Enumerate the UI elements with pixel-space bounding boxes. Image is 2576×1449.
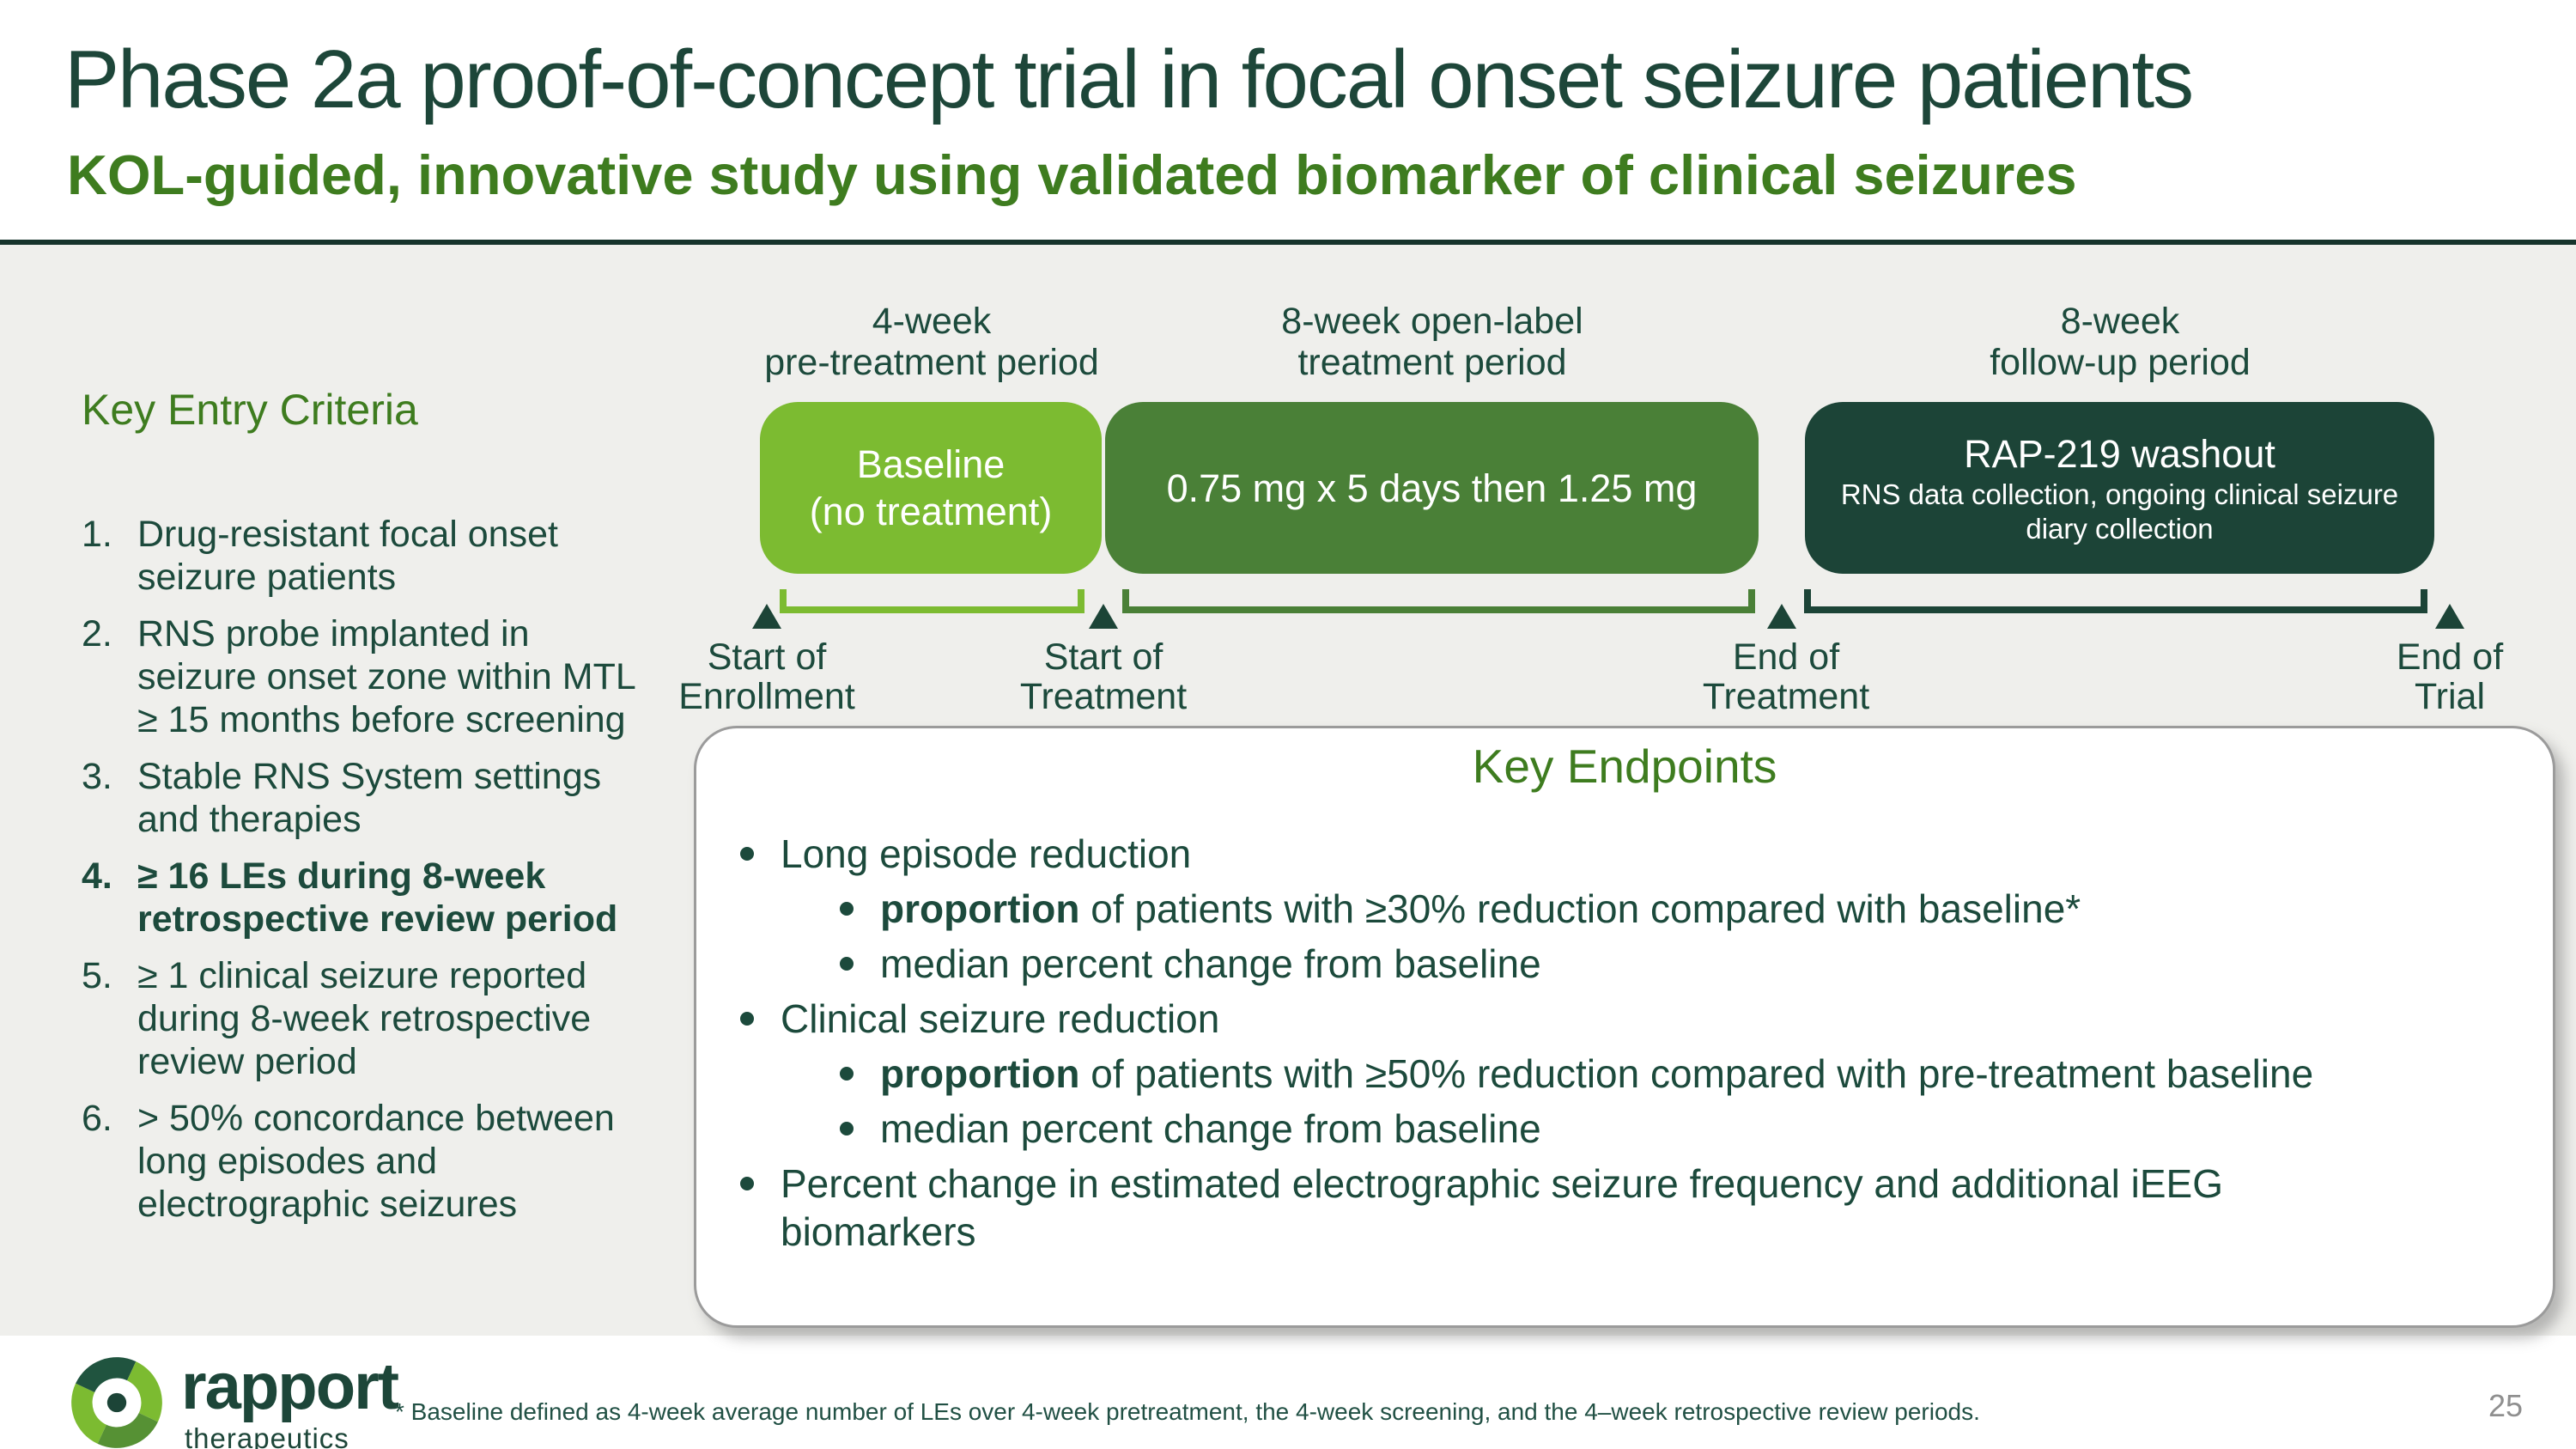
endpoint-rest: Long episode reduction <box>781 831 1192 876</box>
page-title: Phase 2a proof-of-concept trial in focal… <box>64 33 2194 125</box>
bullet-icon <box>840 1067 854 1081</box>
page-subtitle: KOL-guided, innovative study using valid… <box>67 143 2077 206</box>
milestone-line: Enrollment <box>678 676 855 717</box>
milestone-line: Trial <box>2414 676 2485 717</box>
key-entry-criteria-section: Key Entry Criteria 1. Drug-resistant foc… <box>82 387 683 1239</box>
endpoint-rest: median percent change from baseline <box>880 941 1541 986</box>
baseline-box: Baseline (no treatment) <box>760 402 1102 574</box>
endpoint-rest: Clinical seizure reduction <box>781 996 1220 1041</box>
logo-wordmark: rapport <box>181 1350 399 1423</box>
footnote: * Baseline defined as 4-week average num… <box>395 1398 1980 1425</box>
entry-criteria-item: 1. Drug-resistant focal onset seizure pa… <box>82 513 683 599</box>
item-number: 4. <box>82 855 112 897</box>
entry-criteria-item: 6. > 50% concordance between long episod… <box>82 1097 683 1226</box>
bullet-icon <box>740 1012 754 1026</box>
period-label-pretreatment: 4-week pre-treatment period <box>717 301 1146 383</box>
washout-box: RAP-219 washout RNS data collection, ong… <box>1805 402 2434 574</box>
period-label-line: 8-week <box>2060 301 2180 342</box>
period-label-line: follow-up period <box>1990 342 2251 383</box>
treatment-box-title: 0.75 mg x 5 days then 1.25 mg <box>1166 466 1698 510</box>
endpoint-bullet: Percent change in estimated electrograph… <box>740 1160 2395 1256</box>
triangle-marker-icon <box>752 604 781 629</box>
period-label-line: treatment period <box>1297 342 1567 383</box>
milestone-start-enrollment: Start of Enrollment <box>629 637 904 716</box>
baseline-box-title: Baseline <box>856 442 1005 486</box>
key-endpoints-heading: Key Endpoints <box>1472 740 1777 793</box>
entry-criteria-item: 3. Stable RNS System settings and therap… <box>82 755 683 841</box>
milestone-line: End of <box>2396 636 2504 678</box>
endpoint-lead: proportion <box>880 1051 1080 1096</box>
period-label-line: 8-week open-label <box>1281 301 1583 342</box>
endpoint-text: median percent change from baseline <box>880 1105 2451 1153</box>
rapport-flower-icon <box>71 1357 162 1448</box>
period-label-treatment: 8-week open-label treatment period <box>1218 301 1647 383</box>
triangle-marker-icon <box>1767 604 1796 629</box>
item-text: Stable RNS System settings and therapies <box>137 756 602 840</box>
company-logo: rapport therapeutics <box>64 1350 399 1449</box>
endpoint-text: proportion of patients with ≥30% reducti… <box>880 885 2451 933</box>
item-text: RNS probe implanted in seizure onset zon… <box>137 613 635 740</box>
bullet-icon <box>740 1177 754 1190</box>
endpoint-sub-bullet: median percent change from baseline <box>840 940 2451 988</box>
item-text: ≥ 16 LEs during 8-week retrospective rev… <box>137 855 618 940</box>
page-number: 25 <box>2488 1388 2523 1423</box>
entry-criteria-item: 2. RNS probe implanted in seizure onset … <box>82 612 683 741</box>
endpoint-text: proportion of patients with ≥50% reducti… <box>880 1050 2451 1098</box>
period-label-line: pre-treatment period <box>764 342 1099 383</box>
item-number: 2. <box>82 613 112 654</box>
washout-box-subtitle: RNS data collection, ongoing clinical se… <box>1840 478 2399 545</box>
bullet-icon <box>840 1122 854 1135</box>
bullet-icon <box>840 902 854 916</box>
endpoint-rest: of patients with ≥50% reduction compared… <box>1079 1051 2314 1096</box>
baseline-box-subtitle: (no treatment) <box>809 490 1053 533</box>
treatment-box: 0.75 mg x 5 days then 1.25 mg <box>1105 402 1759 574</box>
endpoint-rest: median percent change from baseline <box>880 1106 1541 1151</box>
triangle-marker-icon <box>2435 604 2464 629</box>
bullet-icon <box>740 847 754 861</box>
endpoint-sub-bullet: proportion of patients with ≥30% reducti… <box>840 885 2451 933</box>
milestone-line: Treatment <box>1702 676 1870 717</box>
triangle-marker-icon <box>1089 604 1118 629</box>
bracket-treatment <box>1122 589 1755 613</box>
key-endpoints-box: Key Endpoints Long episode reduction pro… <box>694 726 2555 1328</box>
milestone-end-treatment: End of Treatment <box>1649 637 1923 716</box>
milestone-line: Start of <box>707 636 827 678</box>
milestone-start-treatment: Start of Treatment <box>966 637 1241 716</box>
item-text: ≥ 1 clinical seizure reported during 8-w… <box>137 955 592 1082</box>
item-number: 1. <box>82 514 112 555</box>
entry-criteria-item: 5. ≥ 1 clinical seizure reported during … <box>82 954 683 1083</box>
period-label-line: 4-week <box>872 301 992 342</box>
endpoint-bullet: Long episode reduction <box>740 830 2395 878</box>
logo-text: rapport therapeutics <box>181 1350 399 1449</box>
endpoint-rest: of patients with ≥30% reduction compared… <box>1079 886 2081 931</box>
bracket-followup <box>1804 589 2427 613</box>
key-entry-criteria-heading: Key Entry Criteria <box>82 386 418 434</box>
endpoint-rest: Percent change in estimated electrograph… <box>781 1161 2223 1254</box>
milestone-end-trial: End of Trial <box>2312 637 2576 716</box>
item-text: Drug-resistant focal onset seizure patie… <box>137 514 558 598</box>
endpoint-sub-bullet: median percent change from baseline <box>840 1105 2451 1153</box>
endpoint-bullet: Clinical seizure reduction <box>740 995 2395 1043</box>
milestone-line: Start of <box>1043 636 1163 678</box>
item-text: > 50% concordance between long episodes … <box>137 1098 615 1225</box>
logo-subtext: therapeutics <box>185 1422 349 1449</box>
endpoint-text: Long episode reduction <box>781 830 2395 878</box>
item-number: 3. <box>82 756 112 797</box>
entry-criteria-item: 4. ≥ 16 LEs during 8-week retrospective … <box>82 855 683 941</box>
item-number: 6. <box>82 1098 112 1139</box>
header-divider <box>0 240 2576 245</box>
endpoint-lead: proportion <box>880 886 1080 931</box>
endpoint-text: median percent change from baseline <box>880 940 2451 988</box>
endpoint-text: Percent change in estimated electrograph… <box>781 1160 2395 1256</box>
milestone-line: Treatment <box>1019 676 1188 717</box>
item-number: 5. <box>82 955 112 996</box>
washout-box-title: RAP-219 washout <box>1964 431 2275 476</box>
period-label-followup: 8-week follow-up period <box>1905 301 2335 383</box>
milestone-line: End of <box>1732 636 1840 678</box>
endpoint-text: Clinical seizure reduction <box>781 995 2395 1043</box>
endpoint-sub-bullet: proportion of patients with ≥50% reducti… <box>840 1050 2451 1098</box>
bracket-pretreatment <box>780 589 1084 613</box>
bullet-icon <box>840 957 854 971</box>
